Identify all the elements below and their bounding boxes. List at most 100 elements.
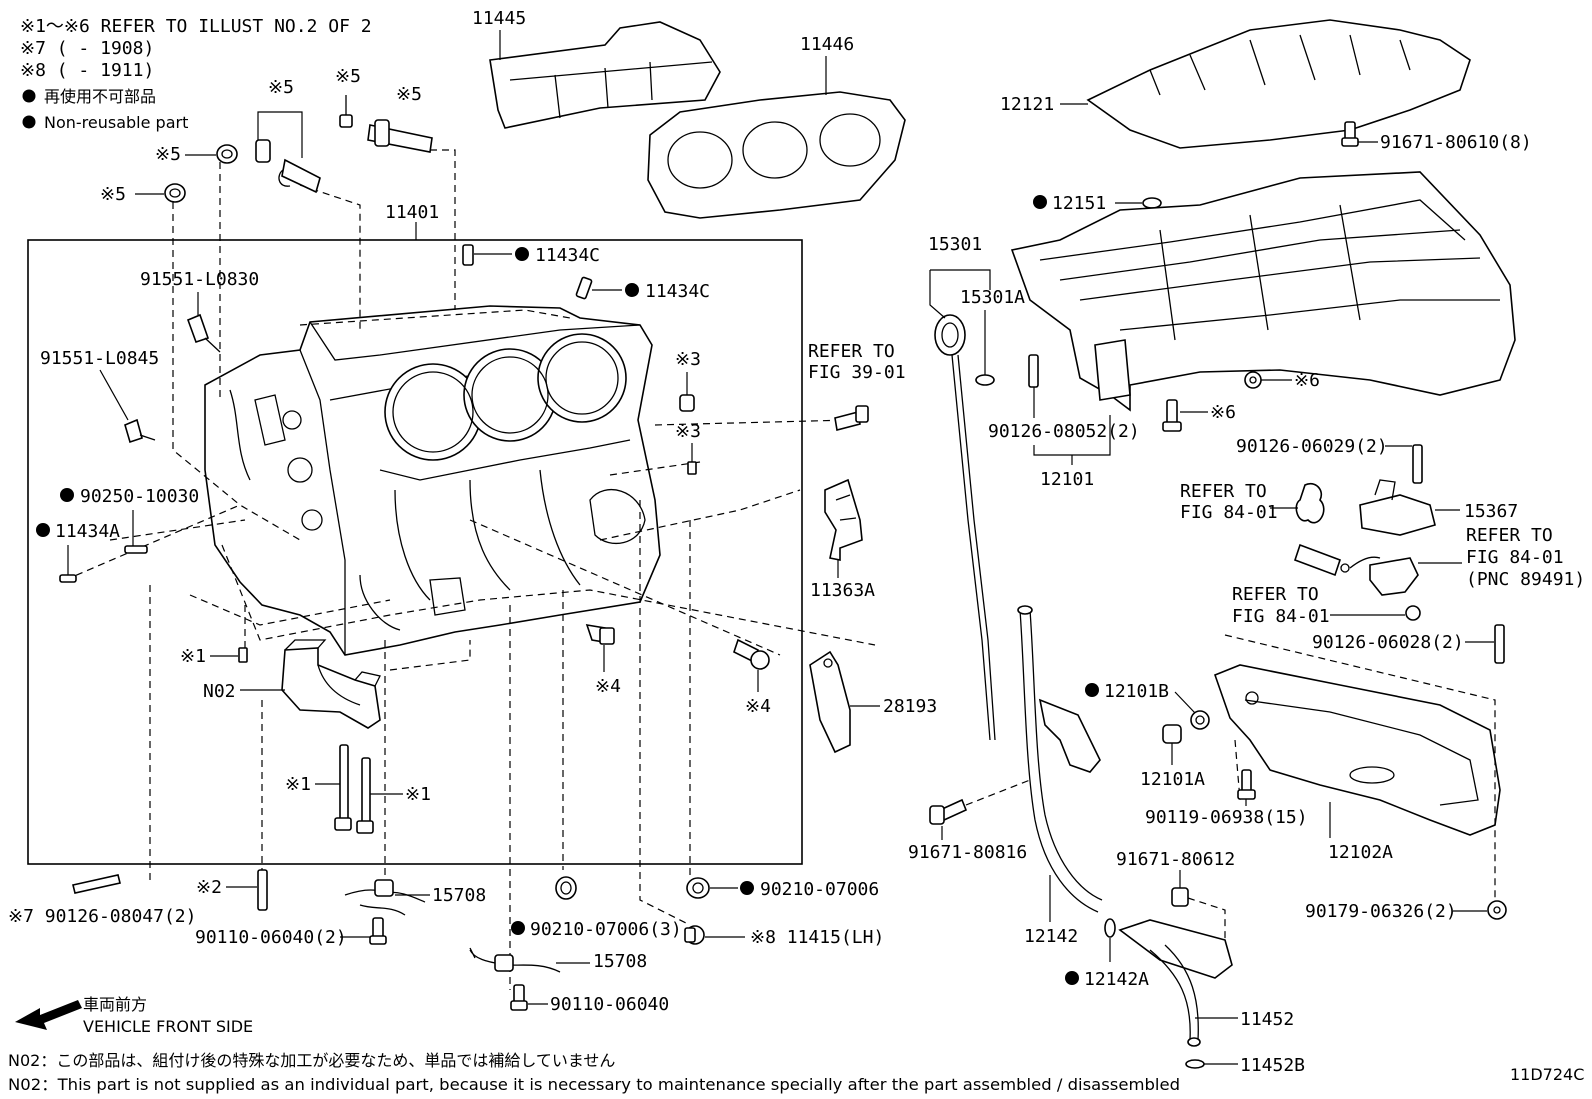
front-label-jp: 車両前方	[83, 995, 147, 1014]
plug-90210-07006[interactable]	[686, 877, 710, 899]
dowel-s3-a[interactable]	[679, 394, 695, 412]
bolt-90110-06040[interactable]	[510, 984, 528, 1011]
label-11434a: 11434A	[55, 521, 120, 542]
bolt-s1-long-a[interactable]	[334, 744, 352, 831]
refer-39-01-line2: FIG 39-01	[808, 362, 906, 383]
label-s5-valve: ※5	[396, 84, 422, 105]
oil-jet-15708-b[interactable]	[469, 947, 561, 973]
label-11446: 11446	[800, 34, 854, 55]
label-s8-11415: ※8 11415(LH)	[750, 927, 884, 948]
bolt-s4-b[interactable]	[733, 638, 770, 670]
bolt-91551-l0845[interactable]	[124, 418, 156, 444]
plug-90210-07006-3[interactable]	[555, 876, 577, 900]
label-11434c-a: 11434C	[535, 245, 600, 266]
label-12102a: 12102A	[1328, 842, 1393, 863]
label-s3-b: ※3	[675, 421, 701, 442]
non-reusable-dot-icon	[22, 115, 36, 129]
label-11452: 11452	[1240, 1009, 1294, 1030]
cylinder-block-11401[interactable]	[204, 305, 661, 656]
o-ring-12142a[interactable]	[1104, 918, 1116, 938]
gasket-11446[interactable]	[647, 91, 906, 219]
bolt-refer-39-01[interactable]	[834, 405, 869, 431]
strainer-11452[interactable]	[1118, 919, 1233, 1047]
stud-s2[interactable]	[257, 869, 268, 911]
bolt-90110-06040-2[interactable]	[369, 917, 387, 945]
sensor-refer-84-01-a[interactable]	[1295, 482, 1325, 524]
label-s5-ring: ※5	[100, 184, 126, 205]
o-ring-12151[interactable]	[1142, 197, 1162, 209]
refer-84-01-c-line1: REFER TO	[1232, 584, 1319, 605]
label-11401: 11401	[385, 202, 439, 223]
non-reusable-dot-icon	[22, 89, 36, 103]
label-91551-l0830: 91551-L0830	[140, 269, 259, 290]
legend-jp: 再使用不可部品	[44, 87, 156, 106]
o-ring-15301a[interactable]	[975, 374, 995, 386]
seal-washer-s5[interactable]	[216, 144, 238, 164]
leader-s5-pair	[257, 111, 303, 158]
bearing-cap-n02[interactable]	[281, 639, 381, 729]
dowel-s3-b[interactable]	[687, 461, 697, 475]
label-15301a: 15301A	[960, 287, 1025, 308]
non-reusable-dot-icon	[511, 921, 525, 935]
refer-84-01-a-line2: FIG 84-01	[1180, 502, 1278, 523]
stud-s1[interactable]	[238, 647, 248, 663]
stud-s7-90126-08047[interactable]	[72, 874, 121, 894]
seal-ring-s5[interactable]	[164, 183, 186, 203]
oil-pan-12101[interactable]	[1010, 171, 1516, 412]
bolt-90119-06938[interactable]	[1237, 769, 1256, 800]
stud-90126-06028[interactable]	[1494, 624, 1505, 664]
pin-11434c-a[interactable]	[462, 244, 474, 266]
guide-oil-pan-2	[1224, 634, 1496, 905]
label-s1-bolt-b: ※1	[405, 784, 431, 805]
oil-level-sensor-15367[interactable]	[1359, 479, 1436, 536]
front-direction-indicator: 車両前方 VEHICLE FRONT SIDE	[15, 995, 253, 1036]
pin-11434a[interactable]	[59, 574, 77, 583]
nut-90179-06326[interactable]	[1487, 900, 1507, 920]
bolt-s1-long-b[interactable]	[356, 757, 374, 834]
label-12121: 12121	[1000, 94, 1054, 115]
header-notes: ※1～※6 REFER TO ILLUST NO.2 OF 2 ※7 ( - 1…	[20, 16, 372, 132]
stud-90126-08052[interactable]	[1028, 354, 1039, 388]
plug-12101a[interactable]	[1162, 724, 1182, 744]
nut-s6[interactable]	[1244, 371, 1262, 389]
bolt-s5-small[interactable]	[339, 95, 353, 128]
bolt-91671-80612[interactable]	[1171, 887, 1189, 907]
plug-12101b[interactable]	[1190, 710, 1210, 730]
bracket-11363a[interactable]	[824, 478, 863, 561]
knock-sensor-part[interactable]	[255, 139, 321, 194]
stud-90126-06029[interactable]	[1412, 444, 1423, 484]
non-reusable-dot-icon	[36, 523, 50, 537]
label-15301: 15301	[928, 234, 982, 255]
bolt-91551-l0830[interactable]	[186, 313, 221, 353]
label-90179-06326: 90179-06326(2)	[1305, 901, 1457, 922]
label-s5-top: ※5	[268, 77, 294, 98]
bolt-s4-a[interactable]	[585, 623, 615, 645]
bolt-s6[interactable]	[1162, 399, 1182, 432]
oil-pan-no2-12102a[interactable]	[1213, 664, 1501, 836]
plug-s8-11415[interactable]	[684, 925, 705, 945]
oil-jet-15708-a[interactable]	[344, 879, 426, 916]
n02-note-jp: N02：この部品は、組付け後の特殊な加工が必要なため、単品では補給していません	[8, 1051, 615, 1070]
label-s4-b: ※4	[745, 696, 771, 717]
baffle-12121[interactable]	[1086, 19, 1471, 149]
bracket-28193[interactable]	[809, 650, 851, 754]
header-line-1: ※1～※6 REFER TO ILLUST NO.2 OF 2	[20, 16, 372, 37]
pin-90250-10030[interactable]	[124, 545, 148, 554]
leader-91551-l0845	[99, 369, 129, 421]
dipstick-15301[interactable]	[934, 314, 996, 741]
non-reusable-dot-icon	[515, 247, 529, 261]
pin-11434c-b[interactable]	[575, 276, 593, 300]
oil-control-valve[interactable]	[367, 119, 433, 153]
dipstick-guide-12142[interactable]	[1017, 605, 1103, 913]
bolt-91671-80816[interactable]	[929, 798, 968, 825]
label-90126-06029: 90126-06029(2)	[1236, 436, 1388, 457]
legend-en: Non-reusable part	[44, 113, 188, 132]
cover-11445[interactable]	[489, 21, 721, 129]
gasket-11452b[interactable]	[1185, 1059, 1205, 1069]
guide-91671-80816	[965, 779, 1031, 806]
sensor-refer-84-01-b[interactable]	[1293, 543, 1419, 596]
label-15708-b: 15708	[593, 951, 647, 972]
bolt-91671-80610[interactable]	[1341, 121, 1359, 147]
nut-refer-84-01-c[interactable]	[1405, 605, 1421, 621]
non-reusable-dot-icon	[60, 488, 74, 502]
